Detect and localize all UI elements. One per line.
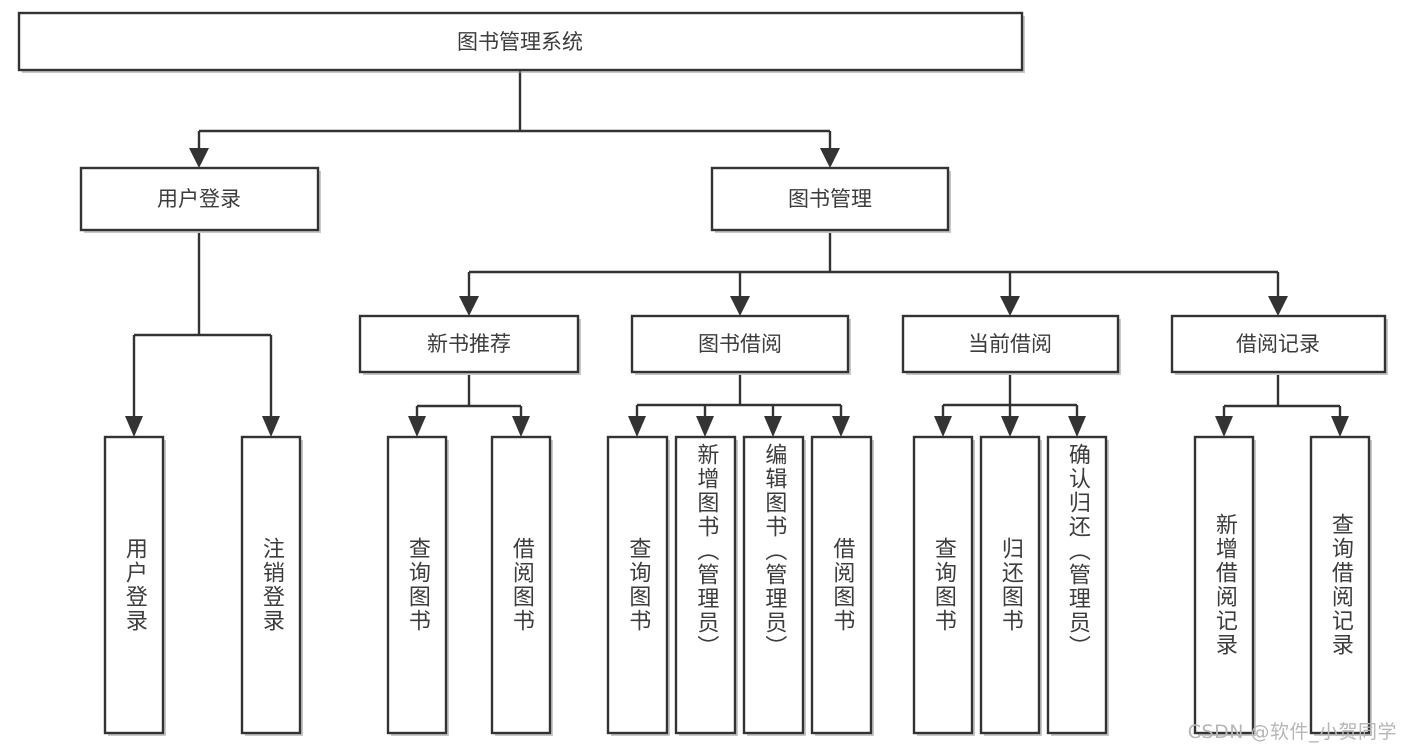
node-leaf-query-book-1[interactable] xyxy=(386,435,448,735)
arrow-head-leaf-confirm-return xyxy=(1068,416,1086,437)
node-leaf-add-record[interactable] xyxy=(1193,435,1255,735)
arrow-head-leaf-user-login xyxy=(125,416,143,437)
node-book-borrow-label: 图书借阅 xyxy=(698,332,782,356)
arrow-head-leaf-borrow-book-2 xyxy=(832,416,850,437)
node-leaf-return-book[interactable] xyxy=(979,435,1041,735)
node-current-borrow[interactable] xyxy=(901,314,1120,374)
node-user-login-label: 用户登录 xyxy=(157,187,241,211)
arrow-head-new-book-recommend xyxy=(459,296,479,316)
arrow-head-book-manage xyxy=(820,148,840,168)
arrow-head-leaf-add-record xyxy=(1215,416,1233,437)
arrow-head-user-login xyxy=(189,148,209,168)
node-current-borrow-label: 当前借阅 xyxy=(968,332,1052,356)
node-leaf-add-book[interactable] xyxy=(674,435,737,735)
arrow-head-leaf-return-book xyxy=(1001,416,1019,437)
node-borrow-record-label: 借阅记录 xyxy=(1236,332,1320,356)
node-leaf-query-record[interactable] xyxy=(1309,435,1371,735)
node-root-label: 图书管理系统 xyxy=(457,30,583,54)
arrow-head-leaf-add-book xyxy=(696,416,714,437)
node-leaf-user-login[interactable] xyxy=(103,435,165,735)
arrow-head-leaf-query-book-1 xyxy=(408,416,426,437)
node-leaf-borrow-book-2[interactable] xyxy=(810,435,873,735)
csdn-watermark: CSDN @软件_小贺同学 xyxy=(1187,721,1397,743)
arrow-head-leaf-query-book-2 xyxy=(628,416,646,437)
node-borrow-record[interactable] xyxy=(1170,314,1387,374)
node-root[interactable] xyxy=(17,11,1024,72)
node-new-book-recommend[interactable] xyxy=(358,314,580,374)
node-leaf-edit-book[interactable] xyxy=(742,435,805,735)
connector-layer xyxy=(125,70,1349,437)
node-book-borrow[interactable] xyxy=(630,314,850,374)
node-user-login[interactable] xyxy=(79,166,320,232)
node-leaf-query-book-2[interactable] xyxy=(606,435,669,735)
node-leaf-logout-login[interactable] xyxy=(240,435,302,735)
arrow-head-leaf-query-record xyxy=(1331,416,1349,437)
node-book-manage[interactable] xyxy=(710,166,950,232)
node-leaf-confirm-return[interactable] xyxy=(1046,435,1108,735)
node-leaf-query-book-3[interactable] xyxy=(912,435,974,735)
node-leaf-borrow-book-1[interactable] xyxy=(490,435,552,735)
node-layer: 图书管理系统 用户登录 图书管理 新书推荐 图书借阅 当前借阅 借阅记录 xyxy=(17,11,1388,736)
node-new-book-recommend-label: 新书推荐 xyxy=(427,332,511,356)
arrow-head-current-borrow xyxy=(1000,296,1020,316)
node-book-manage-label: 图书管理 xyxy=(788,187,872,211)
arrow-head-leaf-edit-book xyxy=(764,416,782,437)
arrow-head-leaf-query-book-3 xyxy=(934,416,952,437)
arrow-head-leaf-borrow-book-1 xyxy=(512,416,530,437)
arrow-head-borrow-record xyxy=(1268,296,1288,316)
arrow-head-book-borrow xyxy=(730,296,750,316)
arrow-head-leaf-logout-login xyxy=(262,416,280,437)
